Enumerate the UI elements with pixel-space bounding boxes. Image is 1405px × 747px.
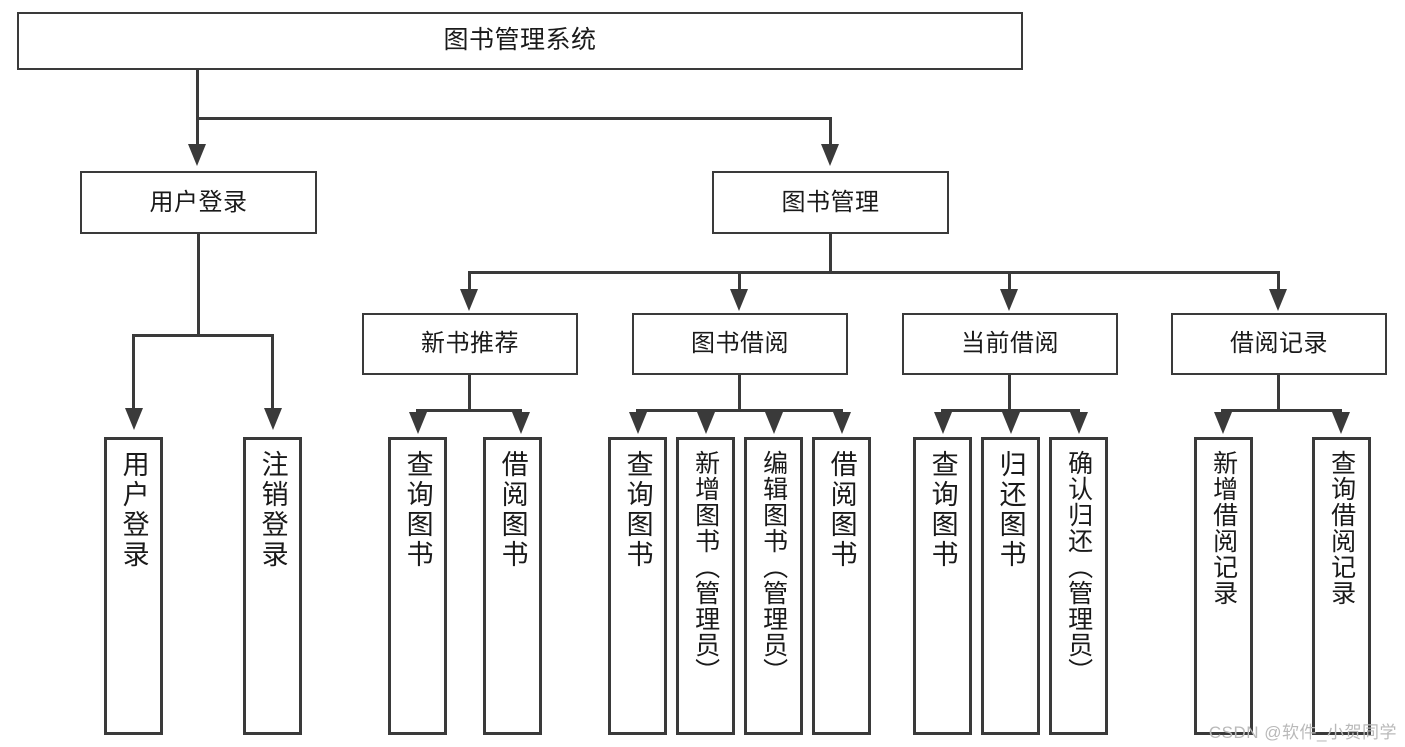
arrow-to-user-login: [188, 144, 206, 166]
csdn-watermark: CSDN @软件_小贺同学: [1208, 723, 1397, 742]
node-label: 新增图书（管理员）: [691, 450, 720, 684]
node-label: 查询借阅记录: [1327, 450, 1356, 606]
arrow-to-borrow-record: [1269, 289, 1287, 311]
connector-book-borrow-stem: [738, 375, 741, 411]
node-label: 新增借阅记录: [1209, 450, 1238, 606]
node-label: 查询图书: [927, 450, 958, 570]
arrow-to-leaf-query-book-1: [409, 412, 427, 434]
arrow-to-leaf-query-book-2: [629, 412, 647, 434]
node-user-login[interactable]: 用户登录: [80, 171, 317, 234]
connector-book-management-stem: [829, 234, 832, 273]
node-label: 图书管理: [781, 188, 880, 216]
arrow-to-leaf-add-borrow-record: [1214, 412, 1232, 434]
connector-user-login-stem: [197, 234, 200, 336]
connector-new-book-bus: [416, 409, 522, 412]
leaf-borrow-book-recommend[interactable]: 借阅图书: [483, 437, 542, 735]
leaf-confirm-return-admin[interactable]: 确认归还（管理员）: [1049, 437, 1108, 735]
node-borrow-record[interactable]: 借阅记录: [1171, 313, 1387, 375]
node-label: 借阅图书: [826, 450, 857, 570]
leaf-query-borrow-record[interactable]: 查询借阅记录: [1312, 437, 1371, 735]
leaf-user-login[interactable]: 用户登录: [104, 437, 163, 735]
arrow-to-book-borrow: [730, 289, 748, 311]
arrow-to-leaf-confirm-return: [1070, 412, 1088, 434]
arrow-to-leaf-borrow-book-2: [833, 412, 851, 434]
node-label: 归还图书: [995, 450, 1026, 570]
connector-level2-drop-2: [738, 271, 741, 291]
connector-level2-drop-4: [1277, 271, 1280, 291]
connector-book-borrow-bus: [636, 409, 843, 412]
connector-root-stem: [196, 70, 199, 118]
node-label: 用户登录: [149, 188, 248, 216]
node-book-management[interactable]: 图书管理: [712, 171, 949, 234]
connector-level2-bus: [468, 271, 1280, 274]
connector-level2-drop-1: [468, 271, 471, 291]
node-label: 图书管理系统: [443, 26, 597, 55]
node-label: 借阅记录: [1230, 330, 1328, 357]
node-label: 当前借阅: [961, 330, 1059, 357]
node-label: 借阅图书: [497, 450, 528, 570]
leaf-query-book-borrow[interactable]: 查询图书: [608, 437, 667, 735]
node-label: 查询图书: [402, 450, 433, 570]
connector-current-borrow-stem: [1008, 375, 1011, 411]
arrow-to-leaf-user-logout: [264, 408, 282, 430]
connector-user-login-drop-1: [132, 334, 135, 410]
node-root-library-system[interactable]: 图书管理系统: [17, 12, 1023, 70]
arrow-to-new-book-recommend: [460, 289, 478, 311]
arrow-to-leaf-query-book-3: [934, 412, 952, 434]
arrow-to-book-management: [821, 144, 839, 166]
arrow-to-leaf-return-book: [1002, 412, 1020, 434]
node-label: 查询图书: [622, 450, 653, 570]
node-label: 用户登录: [118, 450, 149, 570]
leaf-edit-book-admin[interactable]: 编辑图书（管理员）: [744, 437, 803, 735]
leaf-add-borrow-record[interactable]: 新增借阅记录: [1194, 437, 1253, 735]
leaf-borrow-book-borrow[interactable]: 借阅图书: [812, 437, 871, 735]
leaf-query-book-current[interactable]: 查询图书: [913, 437, 972, 735]
node-label: 编辑图书（管理员）: [759, 450, 788, 684]
connector-borrow-record-bus: [1221, 409, 1341, 412]
leaf-return-book[interactable]: 归还图书: [981, 437, 1040, 735]
leaf-user-logout[interactable]: 注销登录: [243, 437, 302, 735]
node-label: 图书借阅: [691, 330, 789, 357]
connector-level1-bus: [196, 117, 832, 120]
arrow-to-leaf-edit-book: [765, 412, 783, 434]
arrow-to-leaf-add-book: [697, 412, 715, 434]
arrow-to-leaf-borrow-book-1: [512, 412, 530, 434]
connector-borrow-record-stem: [1277, 375, 1280, 411]
arrow-to-leaf-user-login: [125, 408, 143, 430]
connector-level1-drop-right: [829, 117, 832, 145]
node-label: 新书推荐: [421, 330, 519, 357]
connector-user-login-drop-2: [271, 334, 274, 410]
connector-level2-drop-3: [1008, 271, 1011, 291]
node-book-borrow[interactable]: 图书借阅: [632, 313, 848, 375]
connector-new-book-stem: [468, 375, 471, 411]
connector-level1-drop-left: [196, 117, 199, 145]
leaf-query-book-recommend[interactable]: 查询图书: [388, 437, 447, 735]
node-current-borrow[interactable]: 当前借阅: [902, 313, 1118, 375]
leaf-add-book-admin[interactable]: 新增图书（管理员）: [676, 437, 735, 735]
node-label: 注销登录: [257, 450, 288, 570]
node-label: 确认归还（管理员）: [1064, 450, 1093, 684]
connector-user-login-bus: [132, 334, 274, 337]
arrow-to-leaf-query-borrow-record: [1332, 412, 1350, 434]
node-new-book-recommend[interactable]: 新书推荐: [362, 313, 578, 375]
arrow-to-current-borrow: [1000, 289, 1018, 311]
